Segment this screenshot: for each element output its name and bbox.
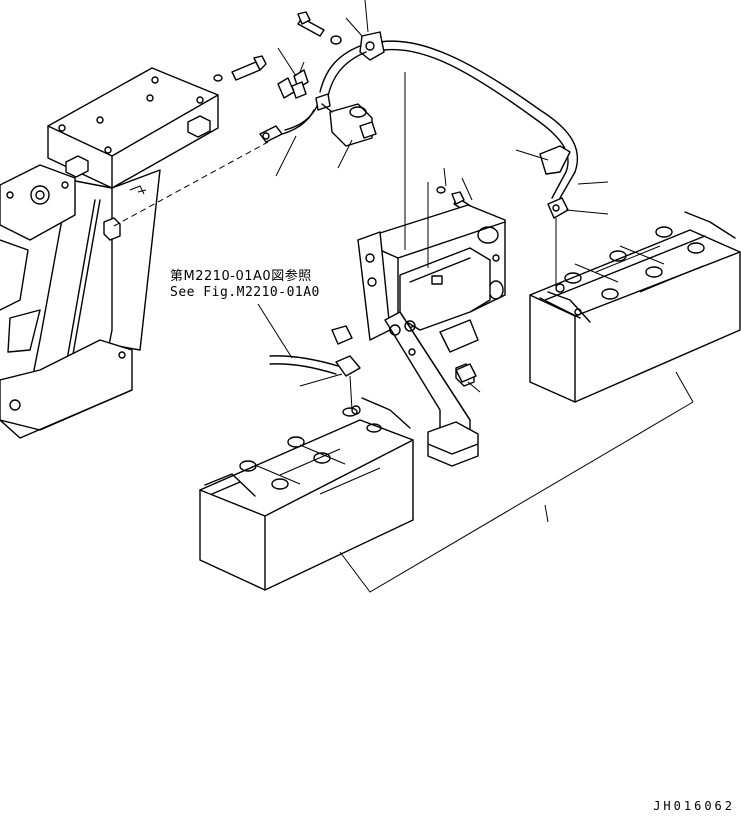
battery-clamp-right bbox=[539, 145, 576, 290]
battery-hold-down bbox=[455, 363, 477, 383]
reference-label-jp: 第M2210-01A0図参照 bbox=[170, 269, 312, 284]
mounting-bracket bbox=[357, 72, 506, 467]
battery-left bbox=[199, 397, 414, 591]
battery-relay bbox=[315, 93, 377, 147]
cable-to-ref bbox=[269, 325, 361, 411]
drawing-id: JH016062 bbox=[653, 799, 735, 813]
battery-right bbox=[529, 211, 741, 403]
leader-lines bbox=[257, 0, 694, 593]
frame-bracket bbox=[0, 67, 219, 439]
cable-relay bbox=[259, 45, 367, 143]
cable-main bbox=[359, 31, 579, 173]
reference-label-en: See Fig.M2210-01A0 bbox=[170, 285, 320, 300]
